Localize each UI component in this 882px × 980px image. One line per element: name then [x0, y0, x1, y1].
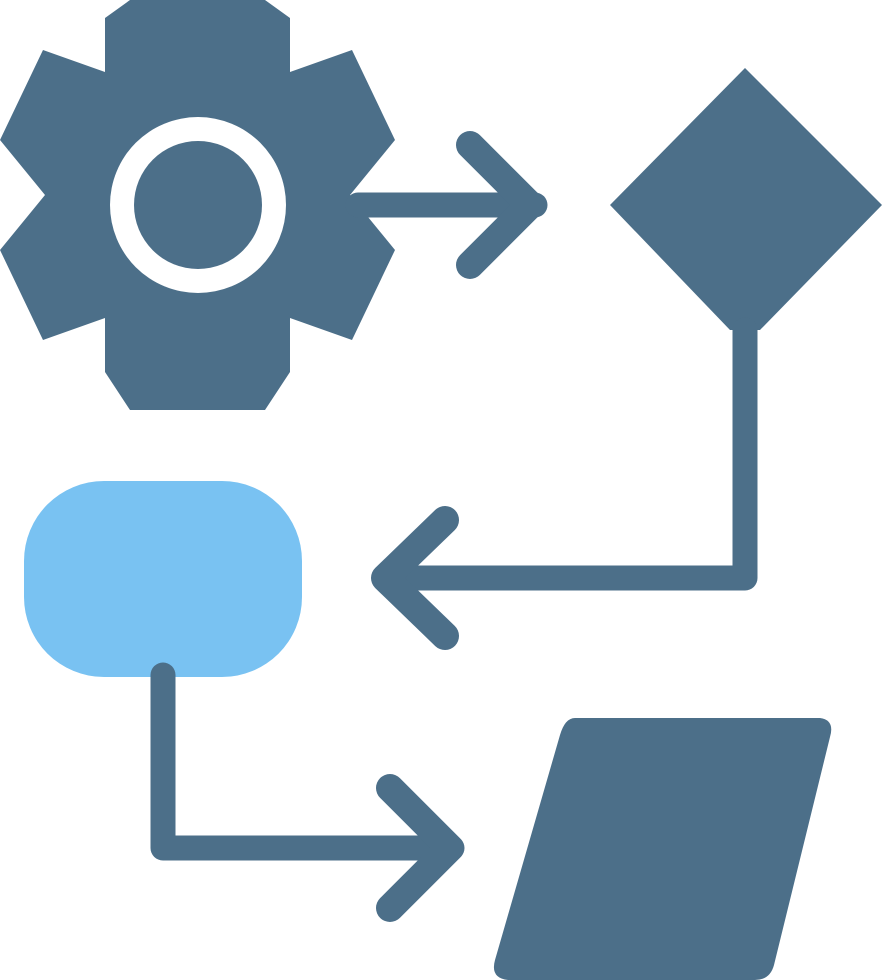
process-rounded-box	[24, 481, 302, 677]
gear-icon	[0, 0, 395, 410]
arrow-right-icon	[150, 662, 465, 922]
parallelogram-shape	[493, 718, 832, 980]
decision-diamond	[610, 68, 882, 330]
arrow-right-icon	[345, 131, 548, 279]
arrow-left-icon	[371, 317, 758, 650]
